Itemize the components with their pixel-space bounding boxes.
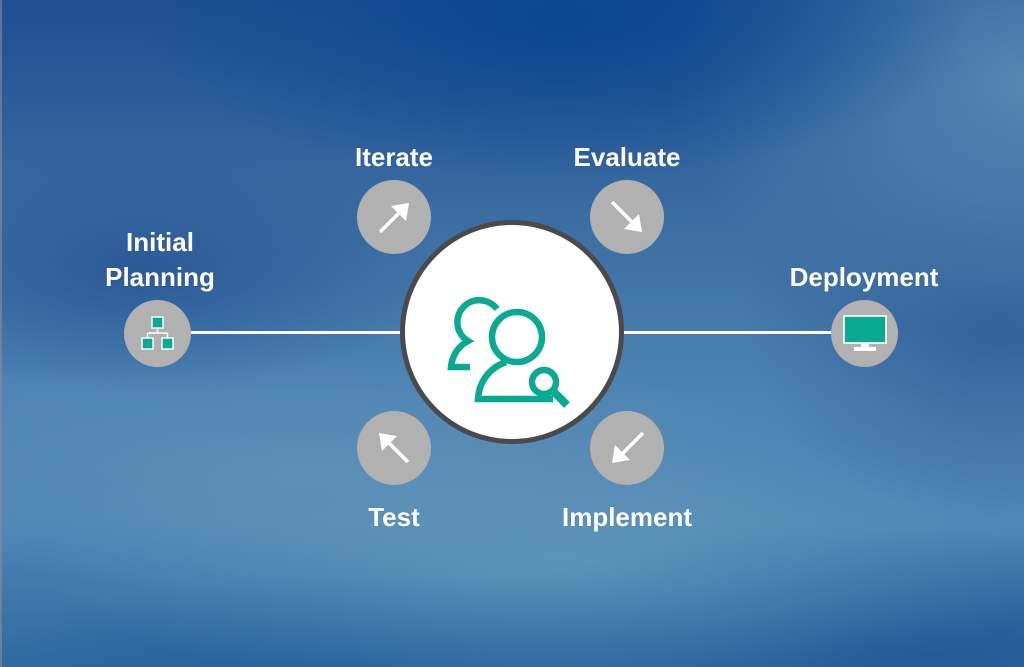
node-label-iterate: Iterate [354, 142, 434, 172]
users-search-icon [447, 296, 570, 408]
center-hub [400, 220, 624, 444]
connector-center-to-deployment [622, 331, 833, 334]
arrow-down-left-icon [612, 431, 645, 463]
node-test [357, 411, 431, 485]
node-label-initial-planning-line1: Initial [126, 227, 194, 257]
node-iterate [357, 180, 431, 254]
arrow-up-right-icon [378, 203, 409, 234]
node-label-initial-planning: Initial Planning [105, 225, 215, 295]
node-label-initial-planning-line2: Planning [105, 262, 215, 292]
monitor-icon [842, 314, 887, 351]
node-initial-planning [124, 300, 191, 367]
org-chart-icon [140, 315, 174, 350]
arrow-up-left-icon [379, 433, 410, 464]
node-label-evaluate: Evaluate [573, 142, 681, 172]
node-label-implement: Implement [561, 502, 693, 532]
image-left-edge [0, 0, 2, 667]
node-label-deployment: Deployment [789, 262, 939, 292]
arrow-down-right-icon [610, 200, 642, 232]
node-deployment [831, 300, 898, 367]
connector-initial-planning-to-center [190, 331, 402, 334]
node-label-test: Test [368, 502, 420, 532]
node-evaluate [590, 180, 664, 254]
node-implement [590, 411, 664, 485]
